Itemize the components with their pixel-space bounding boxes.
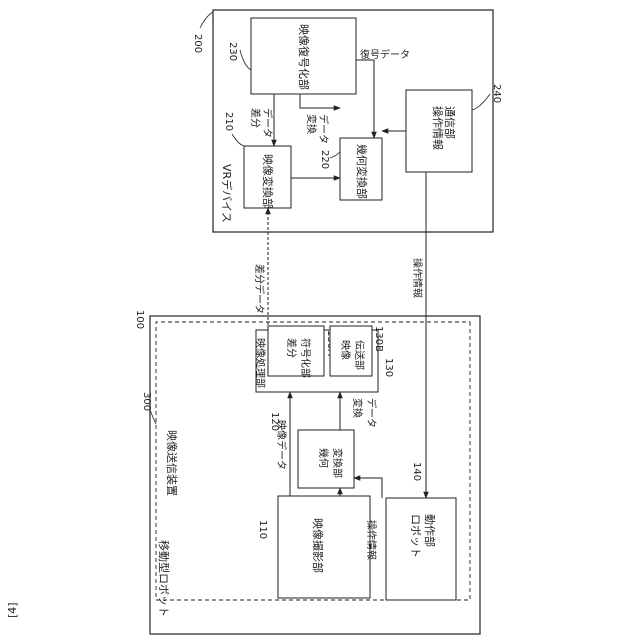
operation-info-comm-number-leader xyxy=(472,94,490,110)
mobile-robot-number: 100 xyxy=(134,310,145,329)
video-transmission-device-number: 300 xyxy=(141,392,152,411)
robot-operation-label-2: 動作部 xyxy=(423,514,437,547)
video-conversion-label: 映像変換部 xyxy=(261,154,275,209)
robot-operation-label-1: ロボット xyxy=(409,514,422,558)
vr-geometric-conversion-label: 幾何変換部 xyxy=(355,144,369,199)
arrow-decoding-to-geometric-decoded xyxy=(356,60,374,138)
edge-robot-conv-data-1: 変換 xyxy=(351,398,364,418)
mobile-robot-label: 移動型ロボット xyxy=(157,540,171,617)
video-capture-label: 映像撮影部 xyxy=(311,518,325,573)
link-operation-info-label: 操作情報 xyxy=(411,258,424,298)
edge-vr-conv-data-2: データ xyxy=(317,114,330,144)
edge-vr-conv-data-1: 変換 xyxy=(305,114,318,134)
video-transmission-device-label: 映像送信装置 xyxy=(165,430,179,496)
video-capture-number: 110 xyxy=(257,520,268,539)
video-transfer-label-2: 伝送部 xyxy=(353,340,366,370)
video-decoding-label: 映像復号化部 xyxy=(297,24,311,90)
video-conversion-number: 210 xyxy=(223,112,234,131)
vr-geometric-conversion-number: 220 xyxy=(319,150,330,169)
operation-info-comm-label-1: 操作情報 xyxy=(431,106,445,150)
edge-diff-data-1: 差分 xyxy=(249,108,262,128)
arrow-decoding-to-geometric xyxy=(300,94,340,108)
robot-operation-number: 140 xyxy=(411,462,422,481)
vr-geometric-conversion-number-leader xyxy=(330,152,340,158)
arrow-operation-to-geometric xyxy=(354,478,382,498)
edge-video-data: 映像データ xyxy=(275,420,288,470)
video-decoding-number-leader xyxy=(240,50,251,70)
operation-info-comm-number: 240 xyxy=(491,84,502,103)
edge-decoded-data: 復号データ xyxy=(360,48,410,61)
robot-geometric-conversion-label-2: 変換部 xyxy=(331,448,344,478)
video-processing-label: 映像処理部 xyxy=(254,338,267,388)
video-transmission-device-number-leader xyxy=(150,410,156,424)
edge-diff-data-2: データ xyxy=(261,108,274,138)
video-conversion-number-leader xyxy=(232,134,244,146)
video-transfer-box xyxy=(330,326,372,376)
figure-label: [4] xyxy=(6,600,26,630)
video-processing-number: 130 xyxy=(383,358,394,377)
edge-robot-operation-info: 操作情報 xyxy=(365,520,378,560)
vr-device-number-leader xyxy=(200,12,213,28)
operation-info-comm-label-2: 通信部 xyxy=(443,106,457,139)
vr-device-label: VRデバイス xyxy=(220,164,234,223)
video-transfer-label-1: 映像 xyxy=(339,340,351,360)
figure-label-text: [4] xyxy=(6,602,19,618)
edge-robot-conv-data-2: データ xyxy=(365,398,378,428)
video-decoding-number: 230 xyxy=(227,42,238,61)
diff-encoding-label-1: 差分 xyxy=(285,338,298,358)
vr-device-number: 200 xyxy=(192,34,203,53)
diff-encoding-label-2: 符号化部 xyxy=(299,338,312,378)
video-transfer-number: 130B xyxy=(373,326,384,352)
robot-geometric-conversion-label-1: 幾何 xyxy=(317,448,330,468)
link-diff-data-label: 差分データ xyxy=(253,264,266,314)
